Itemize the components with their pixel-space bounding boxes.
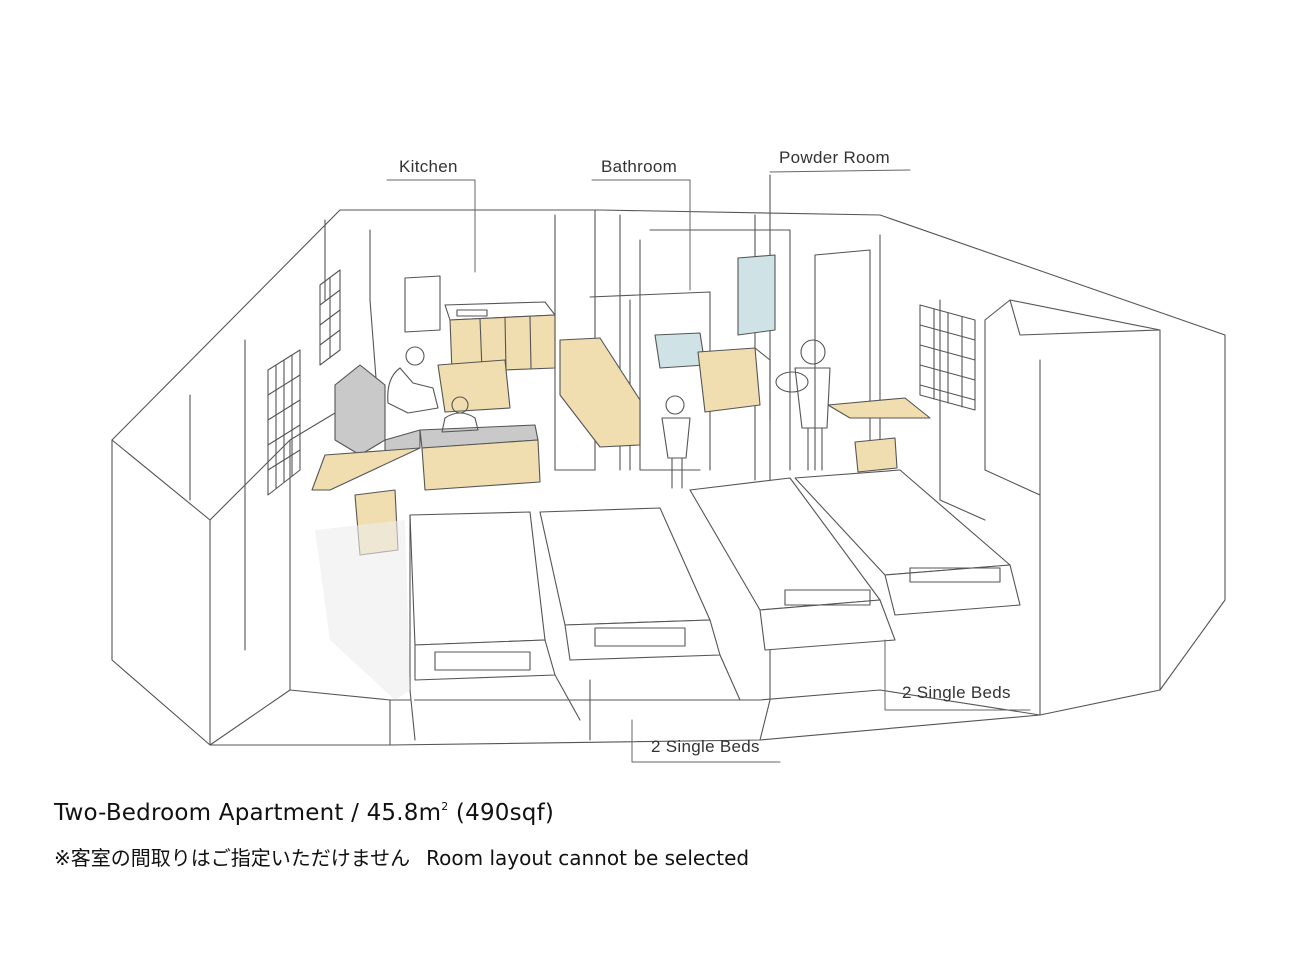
label-beds-right: 2 Single Beds xyxy=(902,683,1011,702)
center-furniture xyxy=(559,254,931,489)
label-beds-left: 2 Single Beds xyxy=(651,737,760,756)
kitchen-area xyxy=(311,275,556,556)
layout-note: ※客室の間取りはご指定いただけません Room layout cannot be … xyxy=(54,842,749,871)
label-bathroom: Bathroom xyxy=(601,157,678,176)
title-text: Two-Bedroom Apartment / 45.8m xyxy=(54,800,442,826)
label-kitchen: Kitchen xyxy=(399,157,458,176)
label-powder-room: Powder Room xyxy=(779,148,891,167)
note-english: Room layout cannot be selected xyxy=(426,846,750,870)
beds xyxy=(409,469,1021,741)
outer-walls xyxy=(111,174,1226,746)
left-window xyxy=(267,269,341,496)
title-area-sqf: (490sqf) xyxy=(448,800,555,826)
title-superscript: 2 xyxy=(441,800,449,813)
label-leaders xyxy=(386,169,1031,763)
note-japanese: ※客室の間取りはご指定いただけません xyxy=(54,846,411,870)
apartment-title: Two-Bedroom Apartment / 45.8m2 (490sqf) xyxy=(54,800,554,826)
right-window xyxy=(919,304,976,411)
